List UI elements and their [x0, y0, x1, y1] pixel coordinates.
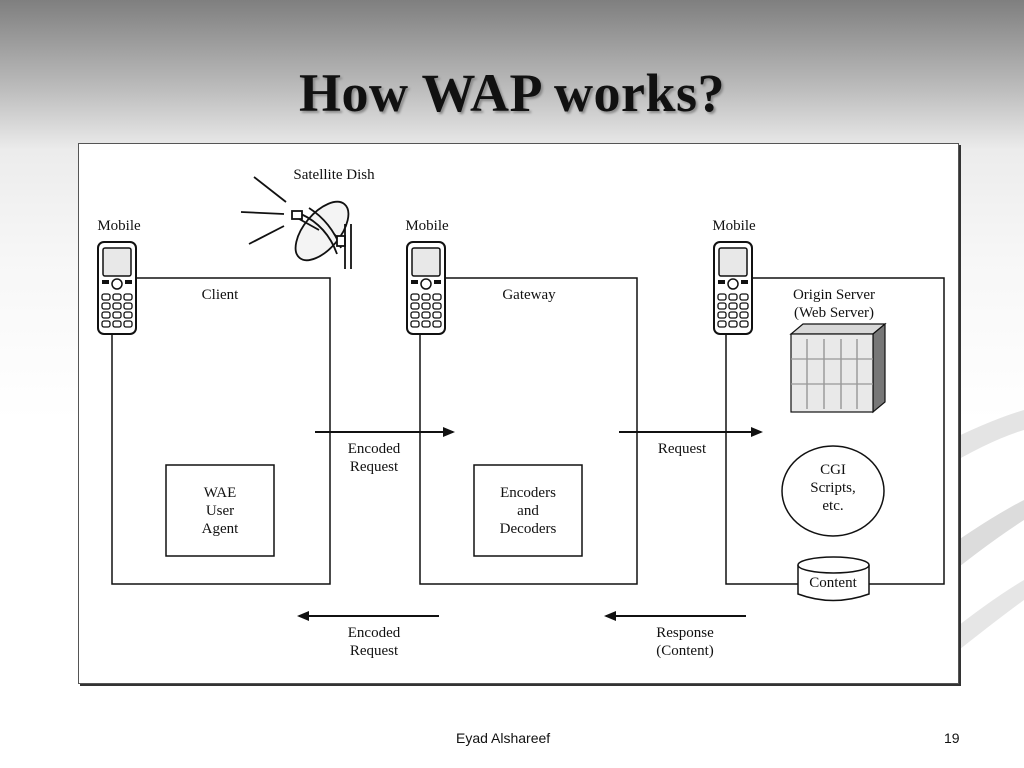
- footer-author: Eyad Alshareef: [456, 730, 551, 746]
- diagram-canvas: [97, 176, 945, 621]
- encoded-request-label-bottom: Encoded Request: [347, 625, 401, 659]
- mobile-label-server: Mobile: [712, 218, 756, 234]
- mobile-phone-icon: [713, 241, 753, 335]
- request-label: Request: [657, 441, 707, 457]
- encoders-decoders-label: Encoders and Decoders: [499, 485, 557, 537]
- origin-server-label: Origin Server (Web Server): [792, 287, 876, 321]
- encoded-request-label-top: Encoded Request: [347, 441, 401, 475]
- encoders-decoders-box: [473, 464, 583, 557]
- mobile-label-client: Mobile: [97, 218, 141, 234]
- mobile-label-gateway: Mobile: [405, 218, 449, 234]
- web-server-icon: [789, 322, 887, 414]
- wap-diagram: Satellite Dish Mobile Mobile Mobile Clie…: [78, 143, 959, 684]
- content-database-icon: [797, 556, 870, 602]
- cgi-scripts-label: CGI Scripts, etc.: [810, 462, 856, 514]
- content-label: Content: [809, 575, 857, 591]
- slide-title: How WAP works?: [298, 63, 726, 123]
- wae-user-agent-label: WAE User Agent: [201, 485, 239, 537]
- response-content-label: Response (Content): [656, 625, 714, 659]
- satellite-dish-icon: [240, 176, 352, 269]
- satellite-dish-label: Satellite Dish: [293, 167, 375, 183]
- gateway-label: Gateway: [502, 287, 556, 303]
- page-number: 19: [944, 730, 960, 746]
- client-label: Client: [201, 287, 239, 303]
- mobile-phone-icon: [97, 241, 137, 335]
- wae-user-agent-box: [165, 464, 275, 557]
- cgi-scripts-circle: [781, 445, 885, 537]
- mobile-phone-icon: [406, 241, 446, 335]
